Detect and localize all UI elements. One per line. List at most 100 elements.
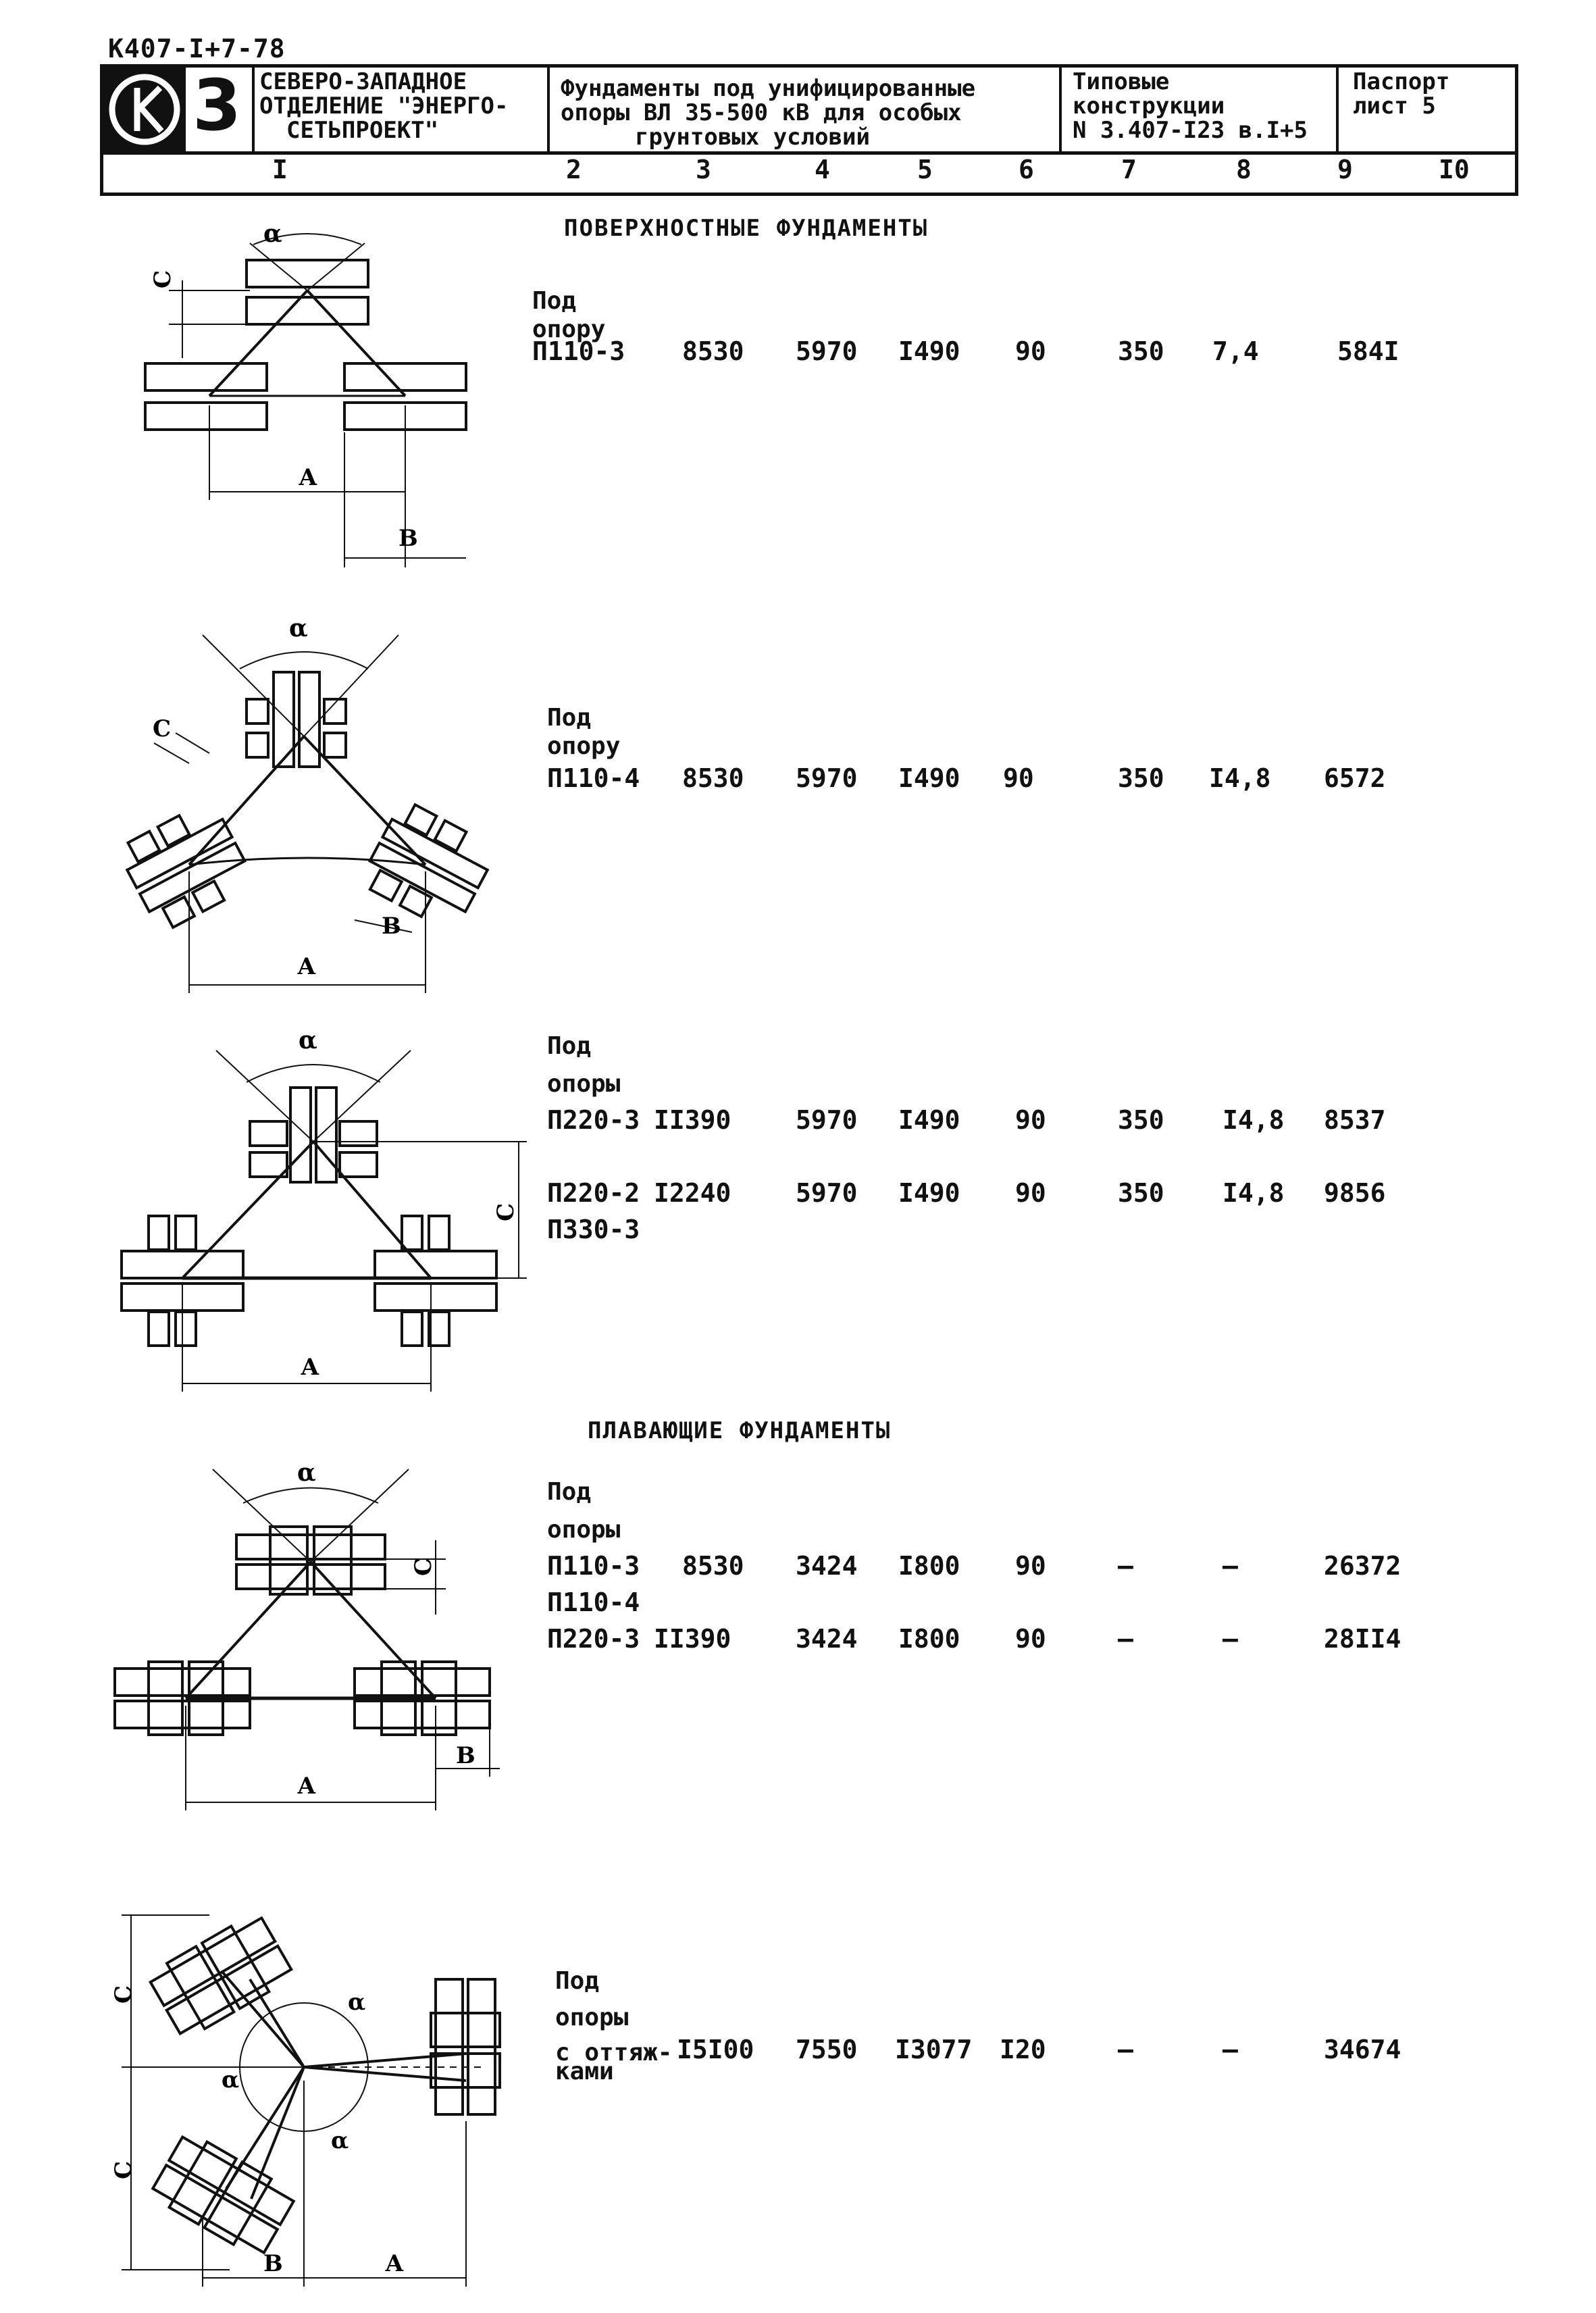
divider: [547, 64, 550, 155]
title-block: 3 СЕВЕРО-ЗАПАДНОЕ ОТДЕЛЕНИЕ "ЭНЕРГО- СЕТ…: [100, 64, 1518, 199]
table-cell: 90: [1003, 763, 1034, 793]
foundation-diagram-4: α С А В: [113, 1458, 500, 1810]
angle-alpha-label: α: [331, 2127, 349, 2154]
table-cell: I4,8: [1209, 763, 1271, 793]
block-1-row-type: П110-3: [532, 336, 625, 366]
table-cell: 350: [1118, 1178, 1164, 1208]
dimension-a-label: А: [297, 953, 316, 980]
passport-sheet: Паспорт лист 5: [1353, 68, 1450, 120]
angle-alpha-label: α: [299, 1026, 317, 1054]
block-5-label: Под опоры с оттяж- ками: [555, 1967, 673, 2085]
section-title-surface: ПОВЕРХНОСТНЫЕ ФУНДАМЕНТЫ: [564, 215, 929, 242]
logo-digit: 3: [192, 64, 242, 147]
table-cell: I20: [1000, 2035, 1046, 2064]
dimension-b-label: В: [382, 913, 401, 940]
table-cell: –: [1118, 2035, 1133, 2064]
column-number: 5: [917, 155, 933, 184]
table-cell: 5970: [796, 1105, 858, 1135]
table-cell: –: [1222, 1551, 1238, 1581]
column-number: 6: [1019, 155, 1034, 184]
table-cell: 5970: [796, 1178, 858, 1208]
block-4-row-type: П110-3: [547, 1551, 640, 1581]
table-cell: 34674: [1324, 2035, 1401, 2064]
table-cell: –: [1222, 1624, 1238, 1654]
dimension-b-label: В: [398, 525, 418, 552]
org-name: СЕВЕРО-ЗАПАДНОЕ ОТДЕЛЕНИЕ "ЭНЕРГО- СЕТЬП…: [259, 68, 509, 144]
table-cell: 90: [1015, 336, 1046, 366]
table-cell: –: [1222, 2035, 1238, 2064]
dimension-b-label: В: [263, 2250, 283, 2277]
dimension-a-label: А: [301, 1354, 319, 1381]
column-number: 3: [696, 155, 711, 184]
table-cell: 3424: [796, 1551, 858, 1581]
section-title-floating: ПЛАВАЮЩИЕ ФУНДАМЕНТЫ: [588, 1417, 892, 1444]
block-3-extra-type: П330-3: [547, 1215, 640, 1244]
table-cell: 8530: [682, 336, 744, 366]
column-number: I: [272, 155, 288, 184]
table-cell: 8537: [1324, 1105, 1386, 1135]
table-cell: I4,8: [1222, 1105, 1285, 1135]
table-cell: 350: [1118, 336, 1164, 366]
table-cell: 90: [1015, 1178, 1046, 1208]
table-cell: I800: [898, 1551, 960, 1581]
column-number: 9: [1337, 155, 1353, 184]
dimension-c-label: С: [110, 1985, 137, 2004]
table-cell: 90: [1015, 1551, 1046, 1581]
table-cell: 584I: [1337, 336, 1399, 366]
table-cell: 7,4: [1212, 336, 1259, 366]
angle-alpha-label: α: [263, 220, 282, 248]
doc-title: Фундаменты под унифицированные опоры ВЛ …: [561, 75, 976, 151]
org-logo: [103, 68, 186, 151]
angle-alpha-label: α: [348, 1989, 365, 2016]
table-cell: I490: [898, 763, 960, 793]
table-cell: II390: [654, 1105, 731, 1135]
table-cell: II390: [654, 1624, 731, 1654]
dimension-c-label: С: [153, 715, 171, 742]
table-cell: 5970: [796, 336, 858, 366]
logo-ck-icon: [109, 74, 180, 145]
column-number: 7: [1121, 155, 1137, 184]
foundation-diagram-5: α α α С С В А: [110, 1914, 501, 2287]
block-3-row-type: П220-3: [547, 1105, 640, 1135]
table-cell: 9856: [1324, 1178, 1386, 1208]
table-cell: I4,8: [1222, 1178, 1285, 1208]
angle-alpha-label: α: [289, 614, 308, 642]
column-number: 8: [1236, 155, 1252, 184]
dimension-a-label: А: [385, 2250, 404, 2277]
table-cell: I490: [898, 1178, 960, 1208]
dimension-c-label: С: [110, 2161, 137, 2179]
table-cell: I490: [898, 336, 960, 366]
block-2-label: Под опору: [547, 704, 621, 760]
angle-alpha-label: α: [222, 2066, 239, 2093]
dimension-a-label: А: [299, 464, 317, 491]
table-cell: 28II4: [1324, 1624, 1401, 1654]
table-cell: 6572: [1324, 763, 1386, 793]
table-cell: –: [1118, 1551, 1133, 1581]
column-number: I0: [1439, 155, 1470, 184]
dimension-b-label: В: [456, 1742, 475, 1769]
table-cell: 8530: [682, 1551, 744, 1581]
table-cell: I5I00: [677, 2035, 754, 2064]
table-cell: 3424: [796, 1624, 858, 1654]
block-3-row-type: П220-2: [547, 1178, 640, 1208]
table-cell: 5970: [796, 763, 858, 793]
dimension-c-label: С: [410, 1558, 437, 1576]
block-4-row-type: П220-3: [547, 1624, 640, 1654]
table-cell: 90: [1015, 1105, 1046, 1135]
foundation-diagram-3: α С А: [120, 1026, 527, 1392]
block-3-label: Под опоры: [547, 1032, 621, 1098]
table-cell: 26372: [1324, 1551, 1401, 1581]
angle-alpha-label: α: [297, 1458, 316, 1487]
dimension-c-label: С: [149, 270, 176, 288]
foundation-diagram-2: α С А В: [125, 614, 490, 993]
table-cell: 8530: [682, 763, 744, 793]
series-info: Типовые конструкции N 3.407-I23 в.I+5: [1073, 68, 1308, 144]
table-cell: 90: [1015, 1624, 1046, 1654]
document-code: К407-I+7-78: [108, 34, 286, 63]
column-number-row: [100, 151, 1518, 196]
table-cell: –: [1118, 1624, 1133, 1654]
block-2-row-type: П110-4: [547, 763, 640, 793]
divider: [1336, 64, 1339, 155]
block-4-label: Под опоры: [547, 1478, 621, 1544]
table-cell: I3077: [895, 2035, 973, 2064]
